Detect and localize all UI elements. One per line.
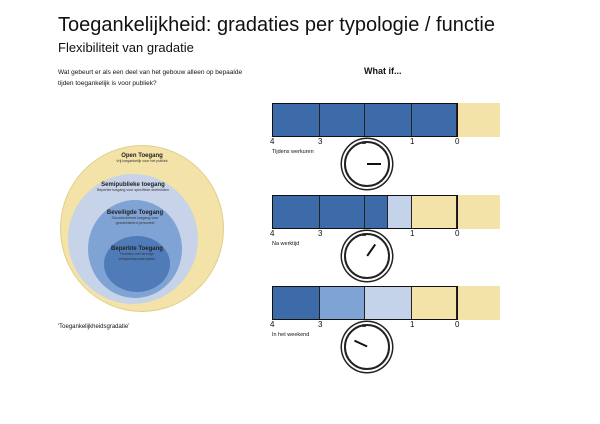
zone-segment [412,196,457,228]
diagram-caption: 'Toegankelijkheidsgradatie' [58,324,130,330]
tick-label: 4 [270,320,275,329]
zone-segment [320,104,365,136]
tick-label: 0 [455,229,460,238]
tick-label: 0 [455,320,460,329]
ring-title: Beveiligde Toegang [106,210,164,216]
zone-segment [320,287,365,319]
zone-segment [273,287,321,319]
clock-hand [367,163,381,165]
ring-desc: Ruimtes met strenge veiligheidsmaatregel… [118,252,156,261]
zone-segment [412,104,457,136]
zone-segment [387,196,413,228]
scenario-label: Na werktijd [272,241,300,247]
ring-desc: Beperkte toegang voor specifieke doelein… [97,188,169,192]
tick-label: 1 [410,229,415,238]
page-title: Toegankelijkheid: gradaties per typologi… [58,14,495,36]
zone-segment [364,196,388,228]
floor-strip [272,195,458,229]
ring-restricted: Beperkte Toegang Ruimtes met strenge vei… [104,236,170,292]
page-subtitle: Flexibiliteit van gradatie [58,40,194,55]
what-if-heading: What if... [364,66,402,76]
tick-label: 3 [318,320,323,329]
floor-strip [272,286,458,320]
scenario-label: In het weekend [272,332,310,338]
tick-label: 3 [318,229,323,238]
zone-segment [273,196,321,228]
tick-label: 0 [455,137,460,146]
tick-label: 1 [410,320,415,329]
zone-segment [412,287,457,319]
park-zone [458,195,500,229]
question-text: Wat gebeurt er als een deel van het gebo… [58,69,243,87]
floor-strip [272,103,458,137]
zone-segment [273,104,321,136]
tick-label: 1 [410,137,415,146]
ring-title: Semipublieke toegang [101,182,165,188]
park-zone [458,286,500,320]
clock-icon [344,324,390,370]
tick-label: 3 [318,137,323,146]
ring-title: Beperkte Toegang [111,246,163,252]
zone-segment [320,196,365,228]
ring-desc: Vrij toegankelijk voor het publiek [116,159,168,163]
zone-segment [364,104,413,136]
scenario-label: Tijdens werkuren [272,149,314,155]
clock-icon [344,233,390,279]
clock-icon [344,141,390,187]
ring-desc: Gecontroleerde toegang voor geautoriseer… [111,216,159,225]
tick-label: 4 [270,137,275,146]
ring-title: Open Toegang [121,153,163,159]
clock-hand [353,340,368,348]
tick-label: 4 [270,229,275,238]
park-zone [458,103,500,137]
clock-hand [366,243,376,257]
zone-segment [364,287,413,319]
